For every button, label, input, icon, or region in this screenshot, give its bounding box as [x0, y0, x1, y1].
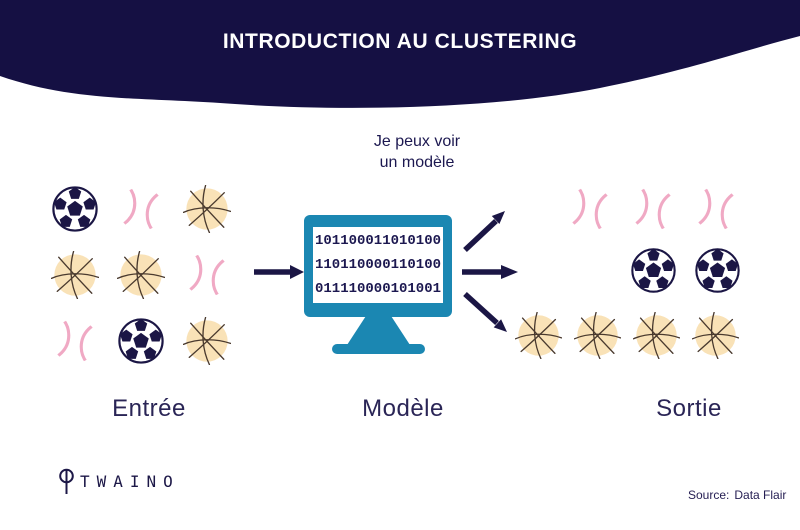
ball-baseball [51, 317, 99, 365]
arrows-model-to-output [462, 211, 518, 332]
ball-soccer [694, 247, 741, 294]
ball-basketball [117, 251, 165, 299]
source-label: Source: [688, 488, 730, 502]
label-entree: Entrée [112, 395, 186, 422]
header-wave-shape [0, 0, 800, 108]
twaino-logo-icon [59, 468, 74, 494]
binary-line: 101100011010100 [314, 233, 442, 249]
ball-baseball [566, 185, 614, 233]
binary-line: 110110000110100 [314, 257, 442, 273]
speech-bubble [343, 121, 491, 215]
ball-baseball [183, 251, 231, 299]
ball-soccer [51, 185, 99, 233]
source-credit: Source: Data Flair [688, 488, 786, 502]
ball-basketball [515, 312, 562, 359]
ball-soccer [630, 247, 677, 294]
ball-basketball [51, 251, 99, 299]
speech-bubble-text: Je peux voir un modèle [338, 131, 496, 173]
source-value: Data Flair [734, 488, 787, 502]
speech-bubble-line-2: un modèle [379, 154, 455, 171]
page-title: INTRODUCTION AU CLUSTERING [222, 30, 578, 53]
ball-baseball [692, 185, 740, 233]
ball-basketball [183, 317, 231, 365]
monitor-screen: 101100011010100 110110000110100 01111000… [313, 227, 443, 303]
output-cluster-baseballs [566, 185, 740, 233]
label-sortie: Sortie [656, 395, 722, 422]
binary-line: 011110000101001 [314, 281, 442, 297]
ball-soccer [117, 317, 165, 365]
ball-baseball [629, 185, 677, 233]
label-modele: Modèle [362, 395, 444, 422]
twaino-logo-text: TWAINO [80, 471, 180, 491]
output-cluster-basketballs [515, 312, 739, 359]
ball-basketball [633, 312, 680, 359]
ball-basketball [183, 185, 231, 233]
speech-bubble-line-1: Je peux voir [373, 133, 461, 150]
arrow-input-to-model [254, 265, 304, 279]
monitor-stand [347, 317, 410, 345]
ball-basketball [574, 312, 621, 359]
ball-baseball [117, 185, 165, 233]
ball-basketball [692, 312, 739, 359]
input-ball-grid [42, 176, 240, 374]
twaino-logo: TWAINO [58, 467, 180, 495]
monitor-base [332, 344, 425, 354]
output-cluster-soccer-balls [630, 247, 741, 294]
